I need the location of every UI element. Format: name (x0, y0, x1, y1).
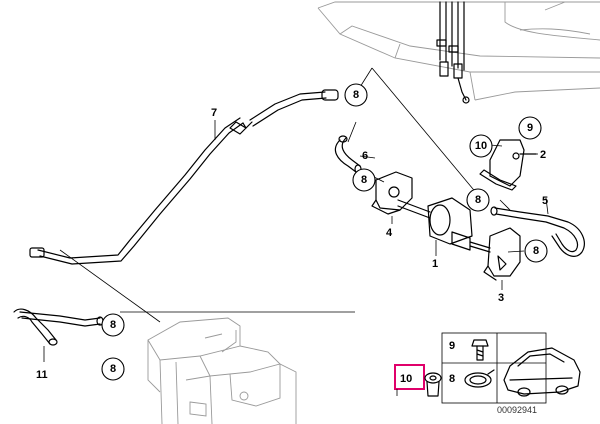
legend-label-9: 9 (449, 340, 455, 352)
clamp-icon (464, 369, 495, 388)
callout-text: 9 (527, 122, 533, 134)
callout-9: 9 (518, 116, 542, 140)
label-part-7: 7 (211, 107, 217, 119)
callout-10: 10 (469, 134, 493, 158)
legend-label-10: 10 (400, 373, 412, 385)
callout-text: 8 (110, 319, 116, 331)
label-part-1: 1 (432, 258, 438, 270)
label-part-2: 2 (540, 149, 546, 161)
part-3-bracket (483, 227, 521, 281)
callout-text: 8 (353, 89, 359, 101)
grommet-icon (424, 372, 442, 397)
part-7-fuel-line (29, 89, 339, 265)
label-part-11: 11 (36, 369, 48, 381)
heater-unit (147, 317, 297, 424)
label-part-6: 6 (362, 150, 368, 162)
label-part-3: 3 (498, 292, 504, 304)
engine-pipes (436, 1, 470, 104)
guide-lines (59, 67, 479, 323)
car-icon (503, 347, 581, 397)
part-1-fuel-filter (397, 197, 491, 253)
callout-8-f: 8 (101, 357, 125, 381)
part-11-hose (13, 308, 104, 346)
callout-8-d: 8 (524, 239, 548, 263)
part-4-bracket (371, 171, 413, 215)
callout-text: 8 (361, 174, 367, 186)
label-part-4: 4 (386, 227, 393, 239)
label-part-5: 5 (542, 195, 548, 207)
part-5-hose (490, 206, 585, 257)
legend-label-8: 8 (449, 373, 455, 385)
callout-text: 8 (110, 363, 116, 375)
reference-number: 00092941 (497, 405, 537, 415)
callout-8-c: 8 (466, 188, 490, 212)
screw-icon (471, 339, 489, 361)
legend-item-10-highlight: 10 (394, 364, 425, 396)
callout-8-e: 8 (101, 313, 125, 337)
legend-panel: 9 8 (441, 332, 581, 404)
callout-text: 10 (475, 140, 487, 152)
callout-8-a: 8 (344, 83, 368, 107)
callout-8-b: 8 (352, 168, 376, 192)
callout-text: 8 (533, 245, 539, 257)
engine-outline-top (317, 1, 600, 101)
leader-lines (43, 120, 549, 362)
callout-text: 8 (475, 194, 481, 206)
